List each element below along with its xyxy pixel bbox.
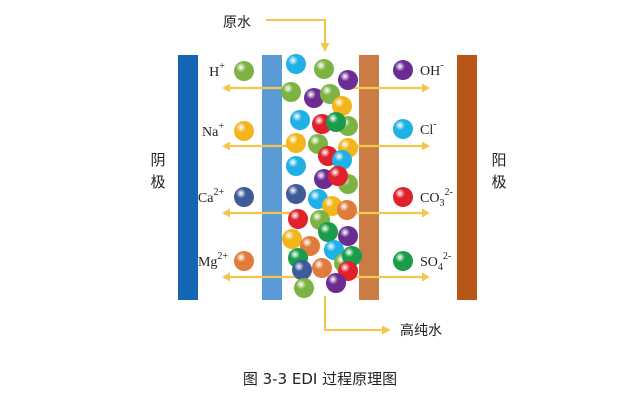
anion-arrow-2-head — [422, 208, 430, 218]
cation-ball — [234, 187, 254, 207]
anion-ball — [393, 187, 413, 207]
exchange-resin-ball — [338, 70, 358, 90]
ion-balls — [234, 54, 413, 298]
anion-label: SO42- — [420, 251, 451, 273]
exchange-resin-ball — [286, 184, 306, 204]
anion-ball — [393, 60, 413, 80]
exchange-resin-ball — [326, 112, 346, 132]
anode-plate — [457, 55, 477, 300]
cathode-plate — [178, 55, 198, 300]
raw-water-arrow — [266, 19, 326, 44]
anion-label: CO32- — [420, 187, 453, 209]
anion-ball — [393, 119, 413, 139]
cation-arrow-3-head — [222, 272, 230, 282]
exchange-resin-ball — [326, 273, 346, 293]
cation-membrane — [262, 55, 282, 300]
cation-arrow-1-head — [222, 141, 230, 151]
pure-water-arrow-head — [382, 325, 391, 335]
exchange-resin-ball — [322, 196, 342, 216]
cation-label: Mg2+ — [198, 251, 228, 270]
raw-water-label: 原水 — [223, 15, 251, 31]
cathode-label: 阴极 — [150, 151, 165, 191]
exchange-resin-ball — [314, 59, 334, 79]
cation-label: Ca2+ — [198, 187, 225, 206]
anion-arrow-3-head — [422, 272, 430, 282]
anion-label: Cl- — [420, 119, 437, 138]
exchange-resin-ball — [282, 229, 302, 249]
raw-water-arrow-head — [320, 43, 330, 52]
ion-labels: H+ Na+ Ca2+ Mg2+ OH- Cl- CO32- SO42- — [198, 60, 453, 273]
exchange-resin-ball — [342, 246, 362, 266]
exchange-resin-ball — [288, 209, 308, 229]
exchange-resin-ball — [286, 156, 306, 176]
anode-label: 阳极 — [491, 151, 506, 191]
water-flow-arrows — [266, 19, 391, 335]
cation-ball — [234, 251, 254, 271]
exchange-resin-ball — [286, 133, 306, 153]
exchange-resin-ball — [281, 82, 301, 102]
cation-label: Na+ — [202, 121, 224, 140]
exchange-resin-ball — [294, 278, 314, 298]
anion-arrow-1-head — [422, 141, 430, 151]
pure-water-label: 高纯水 — [400, 322, 442, 339]
anion-ball — [393, 251, 413, 271]
migration-arrows — [222, 83, 430, 282]
exchange-resin-ball — [290, 110, 310, 130]
cation-label: H+ — [209, 61, 225, 80]
exchange-resin-ball — [312, 258, 332, 278]
figure-caption: 图 3-3 EDI 过程原理图 — [242, 370, 398, 388]
anion-label: OH- — [420, 60, 444, 79]
cation-ball — [234, 61, 254, 81]
exchange-resin-ball — [292, 260, 312, 280]
cation-arrow-0-head — [222, 83, 230, 93]
cation-arrow-2-head — [222, 208, 230, 218]
exchange-resin-ball — [286, 54, 306, 74]
pure-water-arrow — [324, 296, 383, 331]
exchange-resin-ball — [318, 222, 338, 242]
anion-arrow-0-head — [422, 83, 430, 93]
exchange-resin-ball — [332, 96, 352, 116]
cation-ball — [234, 121, 254, 141]
exchange-resin-ball — [328, 166, 348, 186]
exchange-resin-ball — [332, 150, 352, 170]
exchange-resin-ball — [337, 200, 357, 220]
anion-membrane — [359, 55, 379, 300]
exchange-resin-ball — [304, 88, 324, 108]
exchange-resin-ball — [338, 226, 358, 246]
